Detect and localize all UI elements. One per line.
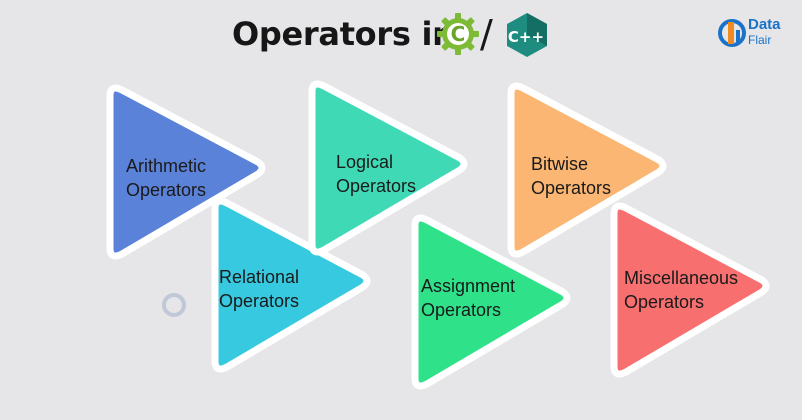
triangle-shape bbox=[211, 197, 371, 373]
triangle-shape bbox=[308, 80, 468, 256]
triangle-shape bbox=[610, 202, 770, 378]
triangle-fill bbox=[507, 82, 667, 258]
title-separator: / bbox=[480, 12, 493, 56]
triangle-fill bbox=[308, 80, 468, 256]
operator-label-line2: Operators bbox=[531, 178, 612, 198]
brand-line1: Data bbox=[748, 16, 781, 33]
triangle-shape bbox=[106, 84, 266, 260]
operator-label: Miscellaneous Operators bbox=[624, 266, 738, 314]
triangle-fill bbox=[610, 202, 770, 378]
cpp-hexagon-icon: C++ bbox=[507, 13, 547, 57]
triangle-fill bbox=[211, 197, 371, 373]
operator-card-miscellaneous: Miscellaneous Operators bbox=[604, 200, 774, 390]
brand-line2: Flair bbox=[748, 33, 772, 47]
triangle-shape bbox=[411, 214, 571, 390]
operator-label-line1: Relational bbox=[219, 267, 300, 287]
operator-label-line1: Logical bbox=[336, 152, 394, 172]
operator-label-line2: Operators bbox=[421, 300, 502, 320]
operator-label-line2: Operators bbox=[624, 292, 705, 312]
dataflair-logo-icon bbox=[718, 19, 746, 47]
c-logo-letter: C bbox=[451, 22, 466, 46]
operator-card-arithmetic: Arithmetic Operators bbox=[100, 82, 270, 272]
operator-label-line1: Arithmetic bbox=[126, 156, 207, 176]
page-title: Operators in bbox=[232, 15, 455, 53]
cpp-logo-text: C++ bbox=[508, 28, 544, 46]
dataflair-brand: Data Flair bbox=[718, 16, 798, 50]
operator-card-bitwise: Bitwise Operators bbox=[501, 80, 671, 270]
operator-label: Assignment Operators bbox=[421, 274, 515, 322]
operator-label-line1: Miscellaneous bbox=[624, 268, 739, 288]
operator-label: Arithmetic Operators bbox=[126, 154, 206, 202]
triangle-fill bbox=[106, 84, 266, 260]
operator-label: Bitwise Operators bbox=[531, 152, 611, 200]
c-gear-icon: C bbox=[437, 13, 479, 55]
operator-card-assignment: Assignment Operators bbox=[405, 212, 575, 402]
triangle-shape bbox=[507, 82, 667, 258]
operator-card-relational: Relational Operators bbox=[205, 195, 375, 385]
operator-label-line1: Bitwise bbox=[531, 154, 589, 174]
triangle-fill bbox=[411, 214, 571, 390]
operator-label-line1: Assignment bbox=[421, 276, 516, 296]
watermark-icon bbox=[162, 293, 186, 317]
operator-label-line2: Operators bbox=[336, 176, 417, 196]
operator-label-line2: Operators bbox=[126, 180, 207, 200]
operator-label: Relational Operators bbox=[219, 265, 299, 313]
operator-label-line2: Operators bbox=[219, 291, 300, 311]
operator-label: Logical Operators bbox=[336, 150, 416, 198]
operator-card-logical: Logical Operators bbox=[302, 78, 472, 268]
